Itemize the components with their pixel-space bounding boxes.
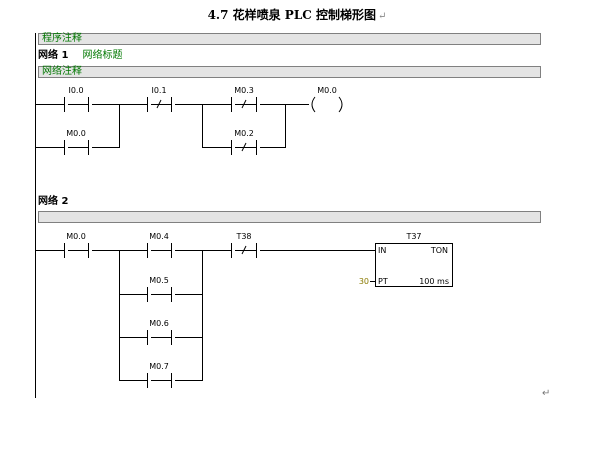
contact-i0-1-nc[interactable] [147, 97, 172, 112]
contact-m0-5[interactable] [147, 287, 172, 302]
timer-pt-label: PT [378, 277, 388, 286]
network-2-label: 网络 2 [38, 196, 69, 207]
timer-base: 100 ms [419, 277, 449, 286]
coil-label-m0-0: M0.0 [317, 86, 337, 95]
contact-m0-3-nc[interactable] [231, 97, 257, 112]
contact-label-i0-0: I0.0 [68, 86, 83, 95]
contact-m0-0[interactable] [64, 243, 89, 258]
coil-m0-0[interactable] [311, 96, 343, 113]
network-1-label: 网络 1 [38, 50, 69, 61]
program-comment-bar[interactable]: 程序注释 [38, 33, 541, 45]
contact-t38-nc[interactable] [231, 243, 257, 258]
contact-m0-2-nc[interactable] [231, 140, 257, 155]
contact-i0-0[interactable] [64, 97, 89, 112]
contact-label-t38: T38 [235, 232, 251, 241]
timer-preset-value[interactable]: 30 [359, 277, 369, 286]
timer-box-t37[interactable] [375, 243, 453, 287]
contact-m0-4[interactable] [147, 243, 172, 258]
timer-name: T37 [405, 232, 421, 241]
contact-label-m0-0: M0.0 [66, 232, 86, 241]
contact-label-m0-5: M0.5 [149, 276, 169, 285]
contact-label-m0-3: M0.3 [234, 86, 254, 95]
network-2-rungs [36, 250, 375, 381]
contact-label-m0-7: M0.7 [149, 362, 169, 371]
contact-m0-6[interactable] [147, 330, 172, 345]
network-1-title[interactable]: 网络标题 [82, 50, 123, 61]
network-1-header[interactable]: 网络 1 网络标题 [38, 50, 122, 62]
contact-label-m0-4: M0.4 [149, 232, 169, 241]
network-2-header[interactable]: 网络 2 [38, 196, 68, 208]
timer-in-label: IN [378, 246, 386, 255]
timer-type: TON [430, 246, 448, 255]
contact-m0-7[interactable] [147, 373, 172, 388]
paragraph-mark-icon: ↵ [542, 388, 551, 399]
paragraph-mark-icon: ↵ [378, 11, 387, 22]
title-text: 4.7 花样喷泉 PLC 控制梯形图 [207, 8, 377, 22]
contact-m0-0-seal[interactable] [64, 140, 89, 155]
page-title: 4.7 花样喷泉 PLC 控制梯形图↵ [0, 6, 594, 23]
contact-label-m0-6: M0.6 [149, 319, 169, 328]
contact-label-m0-2: M0.2 [234, 129, 254, 138]
network-2-comment-bar[interactable] [38, 211, 541, 223]
network-1-rungs [36, 104, 309, 148]
contact-label-m0-0-seal: M0.0 [66, 129, 86, 138]
contact-label-i0-1: I0.1 [151, 86, 166, 95]
network-1-comment-bar[interactable]: 网络注释 [38, 66, 541, 78]
